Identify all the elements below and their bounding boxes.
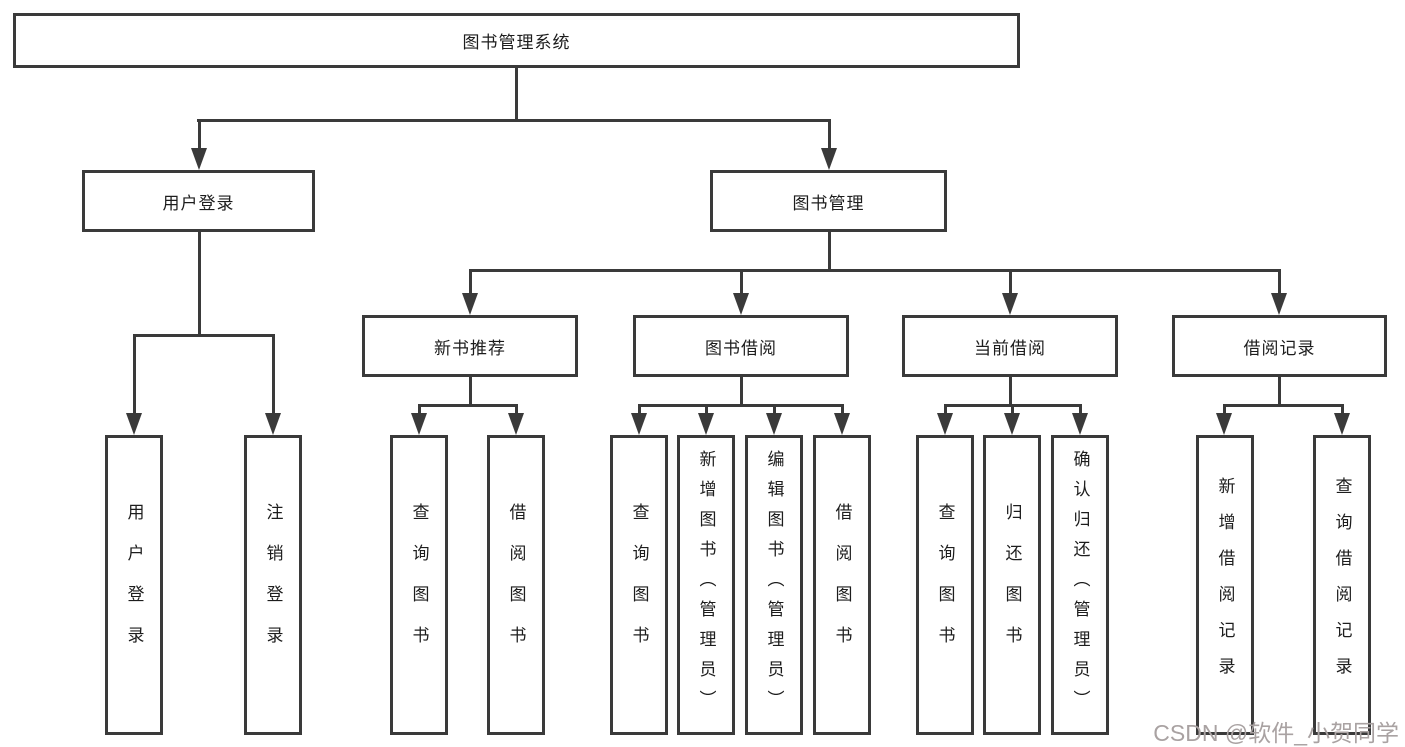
leaf-query-books-current: 查询图书 — [916, 435, 974, 735]
node-book-borrow-label: 图书借阅 — [705, 338, 777, 358]
node-book-management: 图书管理 — [710, 170, 947, 232]
leaf-edit-books-admin-label: 编辑图书（管理员） — [764, 450, 784, 720]
arrowhead-down-icon — [631, 413, 647, 435]
leaf-logout-label: 注销登录 — [263, 503, 283, 667]
connector-line — [1011, 405, 1014, 419]
connector-line — [469, 377, 472, 407]
leaf-add-borrow-record-label: 新增借阅记录 — [1215, 477, 1235, 693]
leaf-query-books-borrow: 查询图书 — [610, 435, 668, 735]
connector-line — [638, 405, 641, 419]
arrowhead-down-icon — [698, 413, 714, 435]
connector-line — [515, 405, 518, 419]
node-new-book-recommend-label: 新书推荐 — [434, 338, 506, 358]
connector-line — [828, 232, 831, 272]
node-book-management-label: 图书管理 — [792, 193, 865, 213]
connector-line — [638, 404, 844, 407]
node-user-login: 用户登录 — [82, 170, 315, 232]
leaf-query-borrow-record-label: 查询借阅记录 — [1332, 477, 1352, 693]
leaf-return-books-label: 归还图书 — [1002, 503, 1022, 667]
connector-line — [515, 68, 518, 122]
leaf-user-login: 用户登录 — [105, 435, 163, 735]
connector-line — [773, 405, 776, 419]
leaf-query-books-recommend-label: 查询图书 — [409, 503, 429, 667]
leaf-add-books-admin-label: 新增图书（管理员） — [696, 450, 716, 720]
connector-line — [133, 334, 275, 337]
arrowhead-down-icon — [733, 293, 749, 315]
arrowhead-down-icon — [1334, 413, 1350, 435]
arrowhead-down-icon — [462, 293, 478, 315]
connector-line — [1223, 405, 1226, 419]
connector-line — [133, 335, 136, 417]
connector-line — [198, 232, 201, 337]
arrowhead-down-icon — [191, 148, 207, 170]
leaf-add-books-admin: 新增图书（管理员） — [677, 435, 735, 735]
leaf-borrow-books-recommend: 借阅图书 — [487, 435, 545, 735]
connector-line — [418, 405, 421, 419]
connector-line — [1341, 405, 1344, 419]
leaf-logout: 注销登录 — [244, 435, 302, 735]
leaf-query-books-borrow-label: 查询图书 — [629, 503, 649, 667]
node-root: 图书管理系统 — [13, 13, 1020, 68]
arrowhead-down-icon — [1004, 413, 1020, 435]
leaf-borrow-books-recommend-label: 借阅图书 — [506, 503, 526, 667]
arrowhead-down-icon — [508, 413, 524, 435]
leaf-confirm-return-admin: 确认归还（管理员） — [1051, 435, 1109, 735]
connector-line — [1278, 270, 1281, 298]
leaf-query-books-recommend: 查询图书 — [390, 435, 448, 735]
connector-line — [1223, 404, 1344, 407]
leaf-edit-books-admin: 编辑图书（管理员） — [745, 435, 803, 735]
connector-line — [1278, 377, 1281, 407]
arrowhead-down-icon — [766, 413, 782, 435]
node-borrow-records-label: 借阅记录 — [1243, 338, 1316, 358]
arrowhead-down-icon — [265, 413, 281, 435]
arrowhead-down-icon — [1216, 413, 1232, 435]
leaf-borrow-books: 借阅图书 — [813, 435, 871, 735]
connector-line — [705, 405, 708, 419]
leaf-return-books: 归还图书 — [983, 435, 1041, 735]
connector-line — [841, 405, 844, 419]
connector-line — [944, 405, 947, 419]
arrowhead-down-icon — [821, 148, 837, 170]
connector-line — [740, 377, 743, 407]
node-borrow-records: 借阅记录 — [1172, 315, 1387, 377]
arrowhead-down-icon — [937, 413, 953, 435]
node-new-book-recommend: 新书推荐 — [362, 315, 578, 377]
connector-line — [198, 120, 201, 152]
connector-line — [740, 270, 743, 298]
arrowhead-down-icon — [126, 413, 142, 435]
connector-line — [197, 119, 831, 122]
leaf-user-login-label: 用户登录 — [124, 503, 144, 667]
leaf-add-borrow-record: 新增借阅记录 — [1196, 435, 1254, 735]
connector-line — [1009, 270, 1012, 298]
node-current-borrow-label: 当前借阅 — [974, 338, 1046, 358]
leaf-borrow-books-label: 借阅图书 — [832, 503, 852, 667]
node-root-label: 图书管理系统 — [462, 33, 571, 52]
connector-line — [418, 404, 518, 407]
watermark: CSDN @软件_小贺同学 — [1153, 720, 1399, 746]
node-current-borrow: 当前借阅 — [902, 315, 1118, 377]
connector-line — [1009, 377, 1012, 407]
connector-line — [1079, 405, 1082, 419]
connector-line — [272, 335, 275, 417]
arrowhead-down-icon — [1002, 293, 1018, 315]
connector-line — [469, 269, 1281, 272]
arrowhead-down-icon — [411, 413, 427, 435]
arrowhead-down-icon — [1271, 293, 1287, 315]
arrowhead-down-icon — [834, 413, 850, 435]
connector-line — [944, 404, 1082, 407]
connector-line — [828, 120, 831, 152]
leaf-confirm-return-admin-label: 确认归还（管理员） — [1070, 450, 1090, 720]
connector-line — [469, 270, 472, 298]
leaf-query-borrow-record: 查询借阅记录 — [1313, 435, 1371, 735]
leaf-query-books-current-label: 查询图书 — [935, 503, 955, 667]
node-book-borrow: 图书借阅 — [633, 315, 849, 377]
node-user-login-label: 用户登录 — [162, 193, 235, 213]
arrowhead-down-icon — [1072, 413, 1088, 435]
